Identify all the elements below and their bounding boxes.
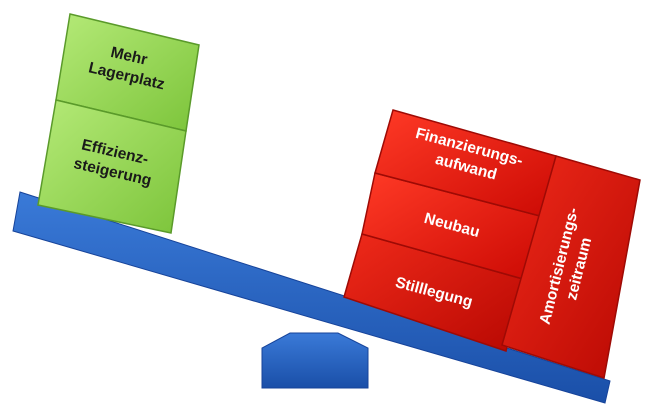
block-mehr-lagerplatz: Mehr Lagerplatz [55, 13, 200, 132]
fulcrum [261, 332, 369, 389]
block-amortisierungszeitraum: Amortisierungs- zeitraum [501, 155, 641, 379]
block-effizienzsteigerung: Effizienz- steigerung [37, 99, 187, 234]
right-block-stack: Stilllegung Neubau Finanzierungs- aufwan… [343, 109, 641, 379]
left-block-stack: Mehr Lagerplatz Effizienz- steigerung [37, 13, 200, 234]
block-neubau: Neubau [361, 172, 541, 280]
block-stilllegung: Stilllegung [343, 233, 524, 352]
